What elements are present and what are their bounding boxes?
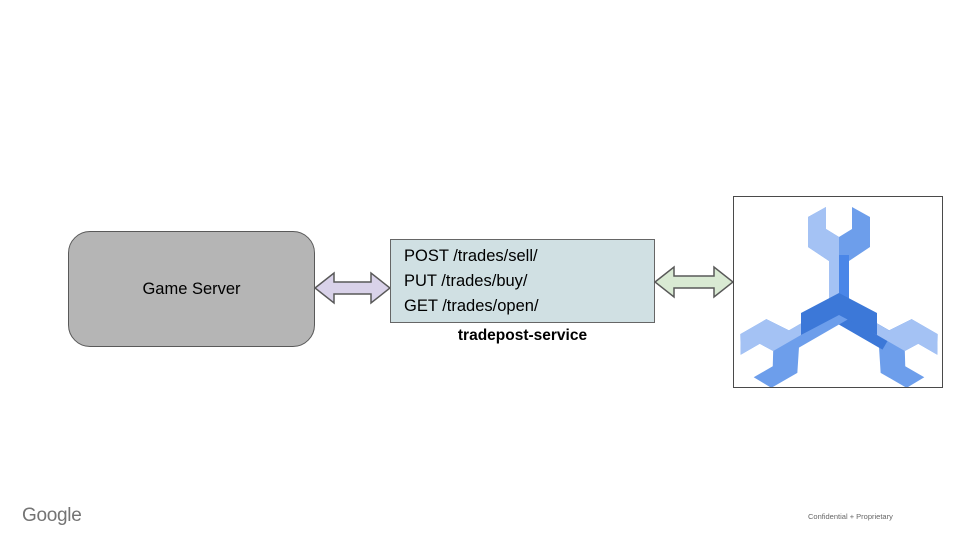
agones-arm-top (808, 207, 870, 323)
service-endpoints-box: POST /trades/sell/ PUT /trades/buy/ GET … (390, 239, 655, 323)
game-server-label: Game Server (142, 279, 241, 298)
agones-hub (801, 293, 877, 335)
endpoint-line: PUT /trades/buy/ (404, 272, 528, 290)
arrow-right-shape (654, 265, 734, 299)
confidential-note: Confidential + Proprietary (808, 512, 893, 521)
game-server-box: Game Server (68, 231, 315, 347)
agones-logo (740, 207, 938, 387)
endpoint-line: POST /trades/sell/ (404, 247, 538, 265)
logo-box (733, 196, 943, 388)
endpoint-line: GET /trades/open/ (404, 297, 539, 315)
arrow-left-shape (314, 271, 391, 305)
service-caption: tradepost-service (457, 327, 588, 344)
bidirectional-arrow-right-icon (654, 265, 734, 299)
google-logo: Google (22, 505, 82, 526)
bidirectional-arrow-left-icon (314, 271, 391, 305)
